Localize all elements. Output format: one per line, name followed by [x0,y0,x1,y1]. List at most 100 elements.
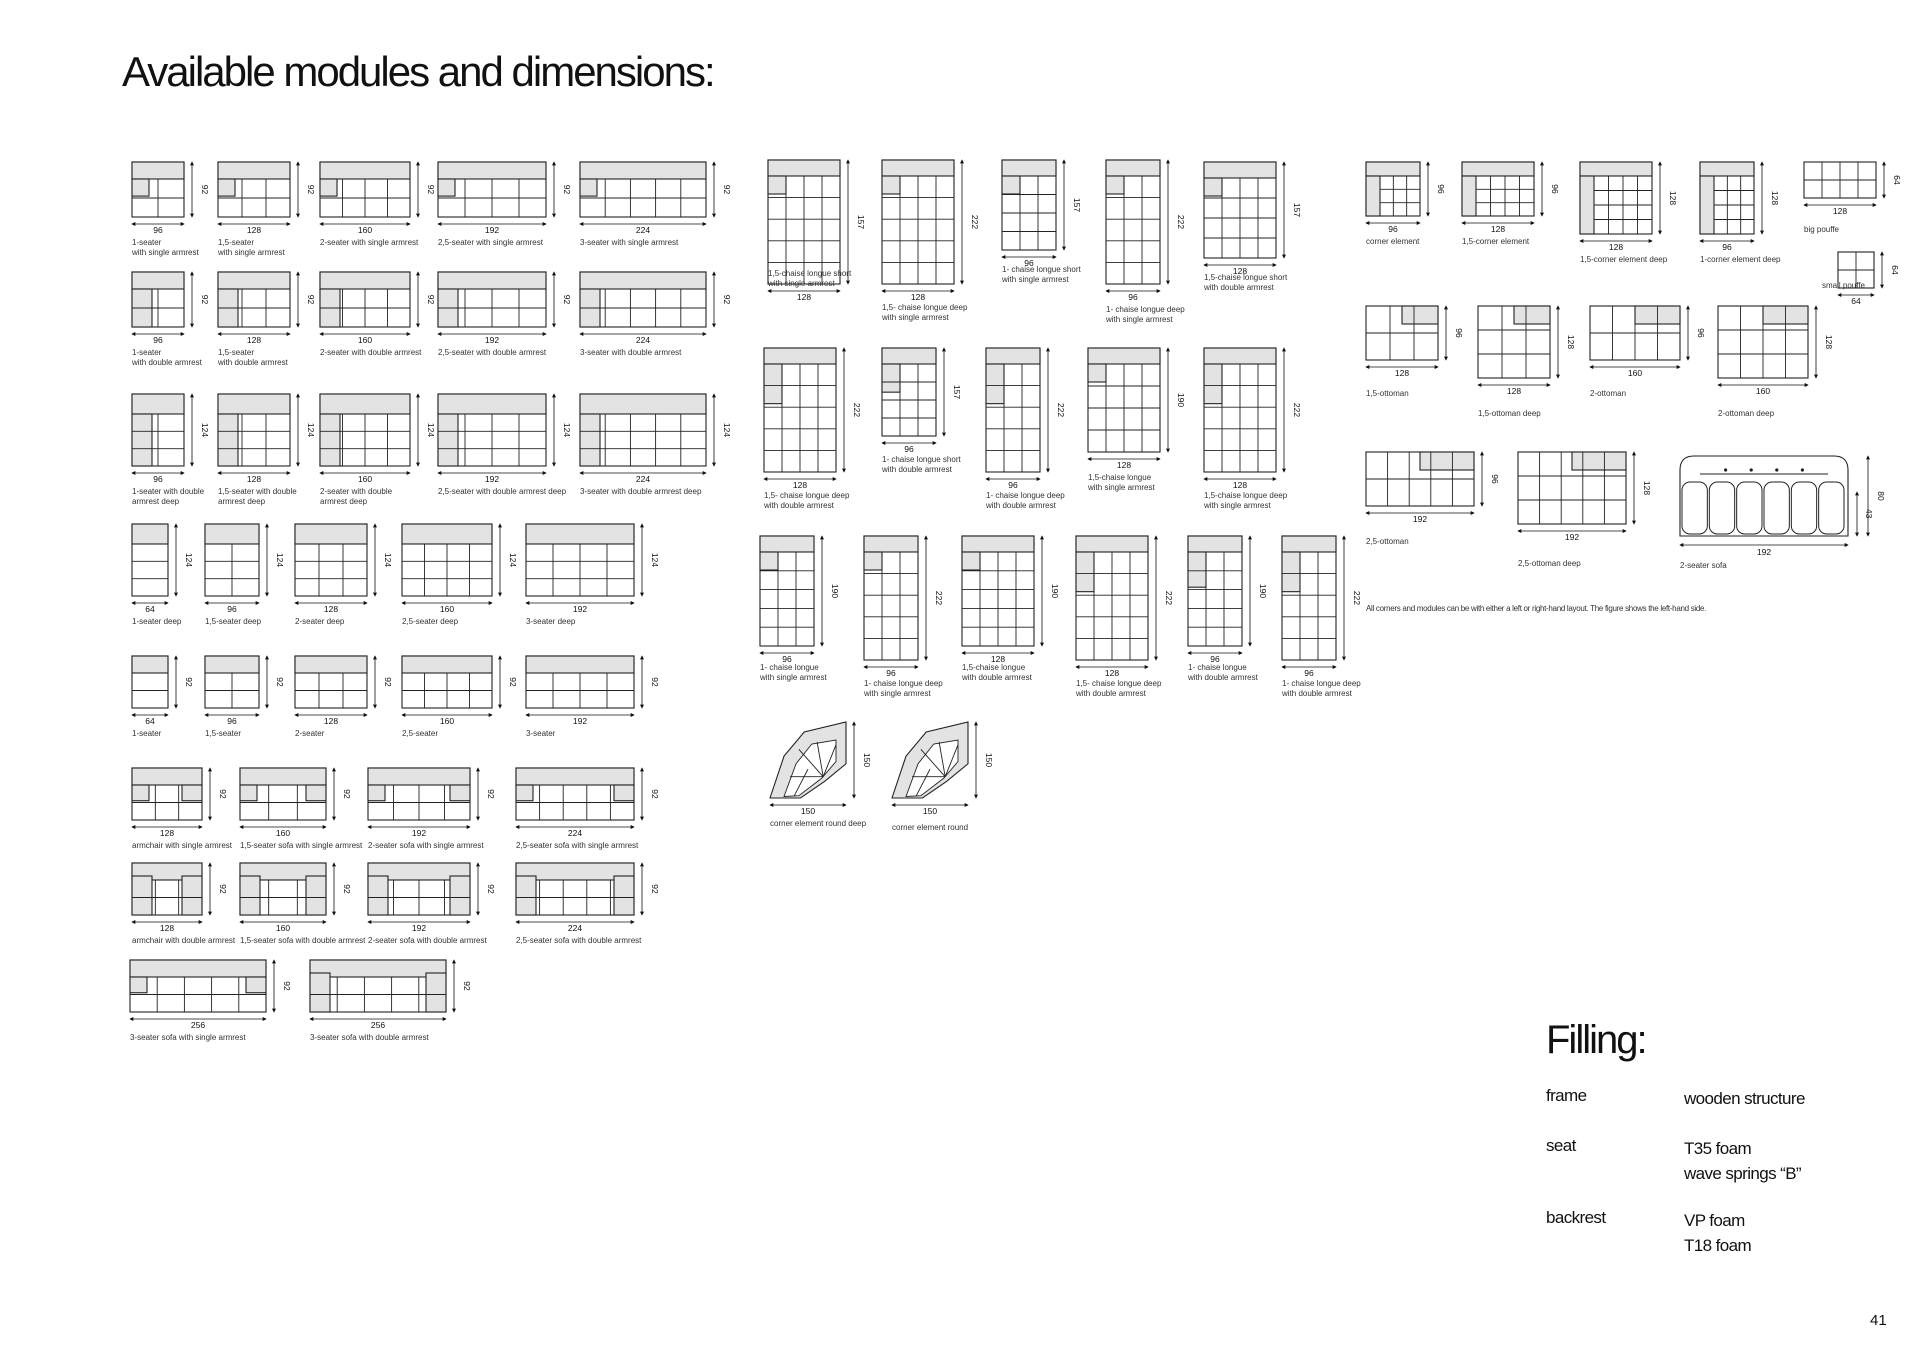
backrest [1579,175,1595,235]
armrest [437,178,456,197]
armrest [763,363,783,405]
backrest [1203,347,1277,365]
corner-seat [783,739,837,797]
width-value: 192 [573,716,587,726]
module-label: 1- chaise longue [1188,663,1247,672]
module-label: 1,5- chaise longue deep [882,303,968,312]
corner-seat [905,739,959,797]
backrest [985,347,1041,365]
depth-value: 124 [184,553,194,567]
depth-value: 92 [562,185,572,195]
armrest [613,875,635,916]
armrest [437,413,459,467]
backrest [217,271,291,290]
module-label: with single armrest [863,689,931,698]
sofa-cushion [1818,481,1845,535]
backrest [881,347,937,365]
module-label: 2,5-seater deep [402,617,459,626]
armrest [579,413,601,467]
backrest [961,535,1035,553]
depth-value: 92 [275,677,285,687]
module-label: 1,5-seater sofa with single armrest [240,841,363,850]
module-label: 2,5-seater [402,729,438,738]
armrest [579,178,598,197]
depth-value: 92 [650,789,660,799]
sofa-cushion [1681,481,1708,535]
width-value: 256 [371,1020,385,1030]
module-label: 3-seater sofa with single armrest [130,1033,246,1042]
filling-title: Filling: [1546,1018,1648,1062]
module-label: 1,5-seater deep [205,617,262,626]
armrest [319,178,338,197]
depth-value: 190 [1050,584,1060,598]
module-label: 3-seater [526,729,556,738]
width-value: 64 [145,716,155,726]
armrest [1087,363,1107,383]
width-value: 128 [1833,206,1847,216]
armrest [767,175,787,195]
sofa-button [1800,468,1804,472]
backrest [515,767,635,786]
module-label: with single armrest [217,248,285,257]
backrest [767,159,841,177]
module-line [920,749,946,778]
module-label: with single armrest [131,248,199,257]
sofa-button [1724,468,1728,472]
armrest [1203,177,1223,197]
backrest [1075,535,1149,553]
module-label: 2,5-seater sofa with double armrest [516,936,642,945]
backrest [1699,175,1715,235]
page-number: 41 [1870,1312,1887,1329]
module-label: with double armrest [881,465,953,474]
backrest [294,523,368,545]
module-label: 1- chaise longue deep [1282,679,1361,688]
module-label: 1- chaise longue short [1002,265,1081,274]
depth-value: 222 [1056,403,1066,417]
backrest [1461,161,1535,177]
armrest [129,976,148,994]
backrest [579,393,707,415]
width-value: 96 [153,474,163,484]
layout-note: All corners and modules can be with eith… [1366,604,1707,613]
filling-value: wave springs “B” [1684,1164,1802,1183]
page-title: Available modules and dimensions: [122,48,716,95]
armrest [449,784,471,802]
armrest [759,551,779,571]
filling-value: T18 foam [1684,1236,1752,1255]
depth-value: 128 [1566,335,1576,349]
backrest [367,767,471,786]
module-label: 1,5-seater sofa with double armrest [240,936,366,945]
backrest [759,535,815,553]
backrest [1105,159,1161,177]
module-label: 2-seater sofa with single armrest [368,841,484,850]
armrest [309,972,331,1013]
width-value: 96 [227,716,237,726]
depth-value: 124 [650,553,660,567]
backrest [579,161,707,180]
backrest [319,271,411,290]
width-value: 160 [276,923,290,933]
module-line [822,744,837,777]
depth-value: 92 [462,981,472,991]
backrest [239,767,327,786]
width-value: 128 [1117,460,1131,470]
depth-value: 92 [650,884,660,894]
backrest [401,655,493,674]
module-label: 1,5-chaise longue short [768,269,852,278]
